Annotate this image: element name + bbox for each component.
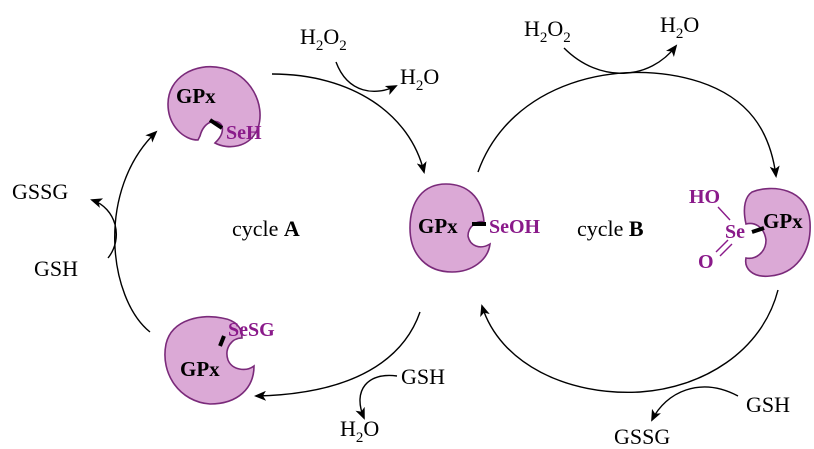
seleninic-o-label: O — [698, 251, 714, 273]
enzyme-gpx-seoh: GPx SeOH — [409, 183, 541, 273]
enzyme-label: GPx — [763, 209, 803, 233]
arc-sesg-to-seh — [114, 130, 158, 333]
reagent-gssg-b: GSSG — [614, 424, 670, 449]
reagent-h2o-a-bottom: H2O — [340, 416, 379, 446]
side-arrow-peroxide-water-b — [563, 44, 678, 74]
seleninic-ho-label: HO — [689, 186, 720, 208]
enzyme-label: GPx — [176, 84, 216, 108]
reagent-h2o2-b: H2O2 — [524, 16, 571, 46]
enzyme-gpx-seh: GPx SeH — [167, 66, 262, 148]
reagent-gsh-a-left: GSH — [34, 256, 78, 281]
enzyme-shape — [743, 187, 811, 278]
arc-seo2h-to-seoh — [480, 289, 779, 394]
enzyme-shape — [409, 183, 491, 273]
seleninic-se-label: Se — [725, 221, 745, 243]
reagent-gsh-a-bottom: GSH — [401, 364, 445, 389]
reagent-h2o-a-top: H2O — [400, 64, 439, 94]
side-arrow-gsh-gssg-b — [651, 386, 739, 422]
side-arrow-gsh-water-a — [355, 374, 398, 420]
reagent-h2o-b: H2O — [660, 12, 699, 42]
enzyme-gpx-seo2h: GPx HO Se O — [689, 186, 811, 278]
se-bond — [208, 118, 224, 130]
arc-seoh-to-seo2h — [477, 71, 780, 178]
reagent-h2o2-a: H2O2 — [300, 24, 347, 54]
cycle-a-label: cycle A — [232, 216, 300, 241]
side-arrow-peroxide-water-a — [335, 61, 398, 95]
arc-seh-to-seoh — [271, 73, 427, 174]
se-bond — [218, 335, 226, 347]
selenenyl-sulfide-label: SeSG — [228, 319, 275, 341]
reagent-gsh-b: GSH — [746, 392, 790, 417]
se-o-double-bond-b — [719, 243, 733, 257]
enzyme-gpx-sesg: GPx SeSG — [164, 315, 275, 405]
arc-seoh-to-sesg — [254, 311, 421, 401]
side-arrow-gsh-gssg-a — [90, 198, 117, 259]
se-o-double-bond-a — [715, 239, 729, 253]
cycle-b-label: cycle B — [577, 216, 644, 241]
se-bond — [751, 226, 765, 234]
se-oh-bond — [717, 206, 731, 221]
selenenic-acid-label: SeOH — [489, 216, 541, 238]
enzyme-label: GPx — [418, 214, 458, 238]
selenol-label: SeH — [226, 122, 262, 144]
enzyme-label: GPx — [180, 357, 220, 381]
enzyme-shape — [164, 315, 255, 405]
reagent-gssg-a: GSSG — [12, 179, 68, 204]
